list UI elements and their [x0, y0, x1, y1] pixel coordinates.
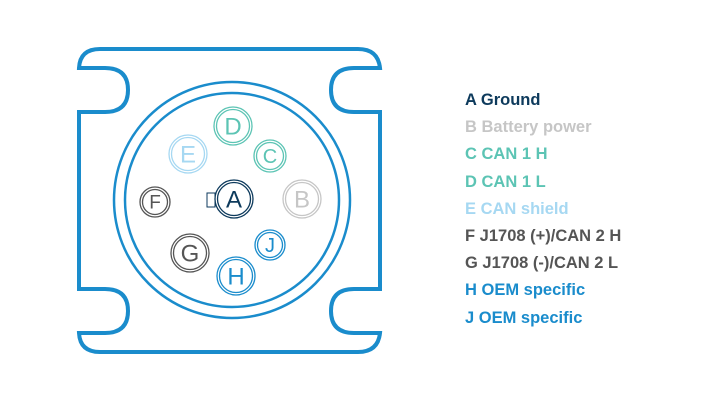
pin-letter: B — [294, 187, 310, 214]
legend-item-g: G J1708 (-)/CAN 2 L — [465, 254, 619, 273]
pin-e: E — [168, 134, 208, 174]
legend-item-c: C CAN 1 H — [465, 145, 548, 164]
pin-d: D — [213, 106, 253, 146]
connector-inner-ring — [123, 91, 341, 309]
pin-legend: A Ground B Battery power C CAN 1 H D CAN 1 … — [465, 89, 621, 334]
pin-inner-ring — [141, 188, 169, 216]
connector-frame — [76, 47, 383, 354]
pin-letter: E — [180, 142, 196, 169]
legend-item-h: H OEM specific — [465, 281, 586, 300]
pin-letter: H — [227, 264, 244, 291]
pin-h: H — [216, 256, 256, 296]
key-marker — [206, 192, 216, 208]
pin-inner-ring — [170, 136, 206, 172]
pin-letter: G — [181, 241, 200, 268]
pin-outer-ring — [168, 134, 208, 174]
pin-inner-ring — [284, 181, 320, 217]
pin-inner-ring — [256, 231, 284, 259]
pin-outer-ring — [254, 229, 286, 261]
pin-inner-ring — [215, 108, 251, 144]
legend-item-d: D CAN 1 L — [465, 172, 546, 191]
pin-outer-ring — [214, 179, 254, 219]
pin-letter: J — [265, 235, 275, 257]
pin-a: A — [214, 179, 254, 219]
pin-inner-ring — [216, 181, 252, 217]
pin-letter: F — [149, 193, 161, 214]
pin-inner-ring — [255, 141, 285, 171]
pin-letter: C — [263, 146, 277, 168]
pin-letter: D — [224, 114, 241, 141]
legend-item-j: J OEM specific — [465, 308, 583, 327]
pin-outer-ring — [253, 139, 287, 173]
legend-item-f: F J1708 (+)/CAN 2 H — [465, 226, 622, 245]
pin-c: C — [253, 139, 287, 173]
pin-outer-ring — [216, 256, 256, 296]
legend-item-b: B Battery power — [465, 118, 592, 137]
pin-j: J — [254, 229, 286, 261]
pin-g: G — [170, 233, 210, 273]
pin-outer-ring — [282, 179, 322, 219]
connector-outer-ring — [112, 80, 352, 320]
pin-inner-ring — [218, 258, 254, 294]
pin-outer-ring — [213, 106, 253, 146]
legend-item-e: E CAN shield — [465, 199, 569, 218]
pin-f: F — [139, 186, 171, 218]
pin-outer-ring — [170, 233, 210, 273]
pin-b: B — [282, 179, 322, 219]
pin-inner-ring — [172, 235, 208, 271]
legend-item-a: A Ground — [465, 91, 541, 109]
pin-outer-ring — [139, 186, 171, 218]
pin-letter: A — [226, 187, 242, 214]
